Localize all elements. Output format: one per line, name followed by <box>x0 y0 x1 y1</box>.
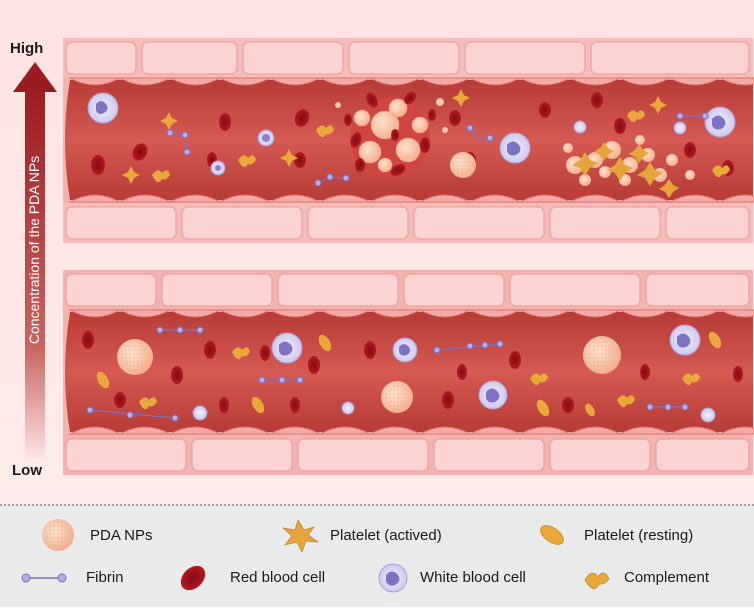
upper-wbc <box>87 92 736 176</box>
thrombus-cluster <box>335 91 448 178</box>
white-blood-cell-icon <box>378 563 408 593</box>
lower-vessel-contents <box>82 324 743 423</box>
lower-wbc <box>192 324 716 423</box>
axis-high-label: High <box>10 40 44 57</box>
legend-label-complement: Complement <box>624 569 710 586</box>
platelet-activated-icon <box>281 519 320 554</box>
legend-label-platelet-resting: Platelet (resting) <box>584 527 694 544</box>
legend-label-platelet-activated: Platelet (actived) <box>330 527 442 544</box>
legend-panel <box>0 504 754 607</box>
axis-title-text: Concentration of the PDA NPs <box>26 155 42 345</box>
red-blood-cell-icon <box>180 565 206 591</box>
platelet-np-aggregate <box>563 135 695 198</box>
legend-label-pda-nps: PDA NPs <box>90 527 153 544</box>
legend-label-white-blood-cell: White blood cell <box>420 569 526 586</box>
concentration-arrow <box>13 62 57 458</box>
complement-icon <box>584 572 610 589</box>
legend-label-fibrin: Fibrin <box>86 569 124 586</box>
axis-low-label: Low <box>12 462 42 479</box>
fibrin-icon <box>21 573 67 583</box>
platelet-resting-icon <box>540 525 564 545</box>
pda-np-icon <box>42 519 74 551</box>
legend-label-red-blood-cell: Red blood cell <box>230 569 326 586</box>
upper-vessel-contents <box>87 89 736 198</box>
vessel-low-concentration <box>63 270 754 475</box>
